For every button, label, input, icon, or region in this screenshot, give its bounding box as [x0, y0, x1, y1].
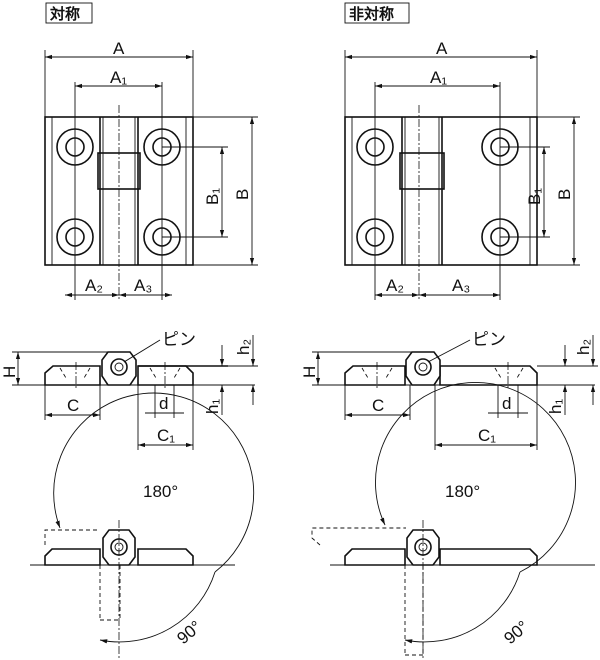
top-view: A A₁ B B₁ A₂ A₃: [344, 39, 580, 300]
dim-B: B: [233, 189, 252, 200]
dim-A2: A₂: [85, 276, 103, 295]
dim-h1: h₁: [203, 399, 222, 414]
dim-d: d: [159, 394, 168, 413]
symmetric-panel: 対称 A A₁ B: [0, 2, 258, 660]
title-box: [344, 2, 410, 24]
dim-A1: A₁: [430, 68, 447, 87]
pin-label: ピン: [162, 330, 196, 349]
dim-C1: C₁: [157, 426, 175, 445]
dim-C: C: [67, 396, 79, 415]
dim-A2: A₂: [386, 276, 404, 295]
dim-d: d: [502, 394, 511, 413]
side-view: H h₁ h₂ C C₁ d ピン: [300, 330, 598, 450]
dim-h1: h₁: [546, 399, 565, 414]
angle-180-label: 180°: [143, 482, 178, 501]
panel-title: 非対称: [349, 5, 394, 23]
dim-C1: C₁: [478, 426, 496, 445]
rotation-view: 180° 90°: [30, 392, 255, 660]
asymmetric-panel: 非対称 A A₁ B: [300, 2, 598, 660]
panel-title: 対称: [49, 5, 80, 23]
angle-90-label: 90°: [173, 617, 205, 648]
top-view: A A₁ B B₁ A₂ A₃: [44, 39, 258, 300]
rotation-view: 180° 90°: [311, 382, 595, 660]
dim-B: B: [555, 189, 574, 200]
dim-A1: A₁: [110, 68, 127, 87]
dim-A: A: [436, 39, 448, 58]
title-box: [45, 2, 93, 24]
dim-A3: A₃: [452, 276, 470, 295]
side-view: H h₁ h₂ C C₁ d ピン: [0, 330, 258, 450]
dim-H: H: [300, 366, 319, 378]
dim-C: C: [372, 396, 384, 415]
angle-180-label: 180°: [445, 482, 480, 501]
dim-H: H: [0, 366, 19, 378]
dim-A: A: [113, 39, 125, 58]
dim-A3: A₃: [134, 276, 152, 295]
dim-h2: h₂: [234, 339, 253, 355]
dim-B1: B₁: [203, 188, 222, 205]
dim-h2: h₂: [574, 339, 593, 355]
angle-90-label: 90°: [500, 617, 532, 648]
dim-B1: B₁: [525, 188, 544, 205]
mounting-holes: [356, 128, 519, 256]
pin-label: ピン: [472, 330, 506, 349]
